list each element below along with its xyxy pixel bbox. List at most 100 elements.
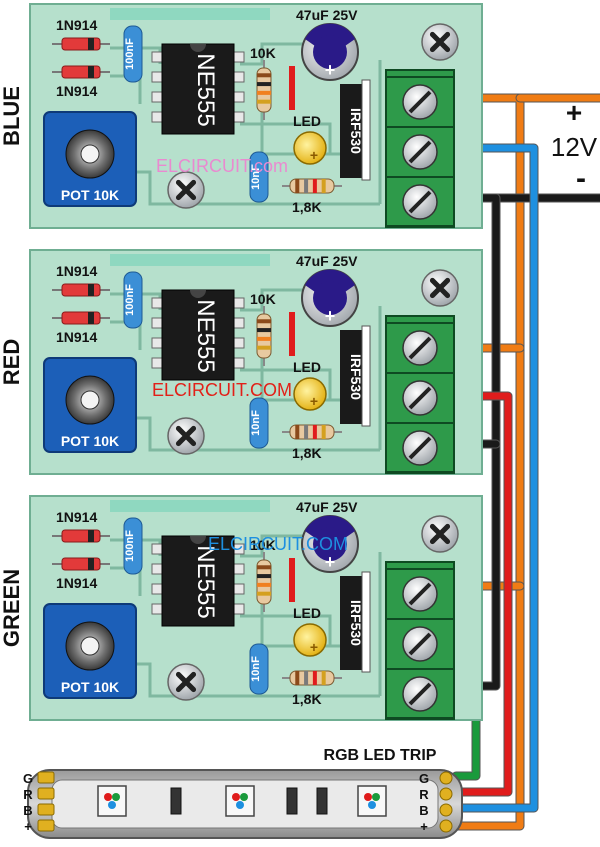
watermark: ELCIRCUIT.COM [208,534,348,554]
diode-bottom-label: 1N914 [56,329,97,345]
resistor-1k8 [282,178,342,194]
red-jumper [289,312,295,356]
power-plus-label: + [566,97,582,128]
resistor-1k8-label: 1,8K [292,445,322,461]
diode-top [52,529,110,543]
strip-right-pin-label: G [419,771,429,786]
cap-100nf: 100nF [123,271,143,329]
led-plus-mark: + [310,147,318,163]
resistor-10k-label: 10K [250,45,276,61]
indicator-led: + [293,377,327,411]
potentiometer: POT 10K [43,603,137,699]
strip-left-pin-label: B [23,803,32,818]
mosfet-irf530: IRF530 [340,571,371,673]
cap-10nf: 10nF [249,643,269,695]
diode-bottom [52,65,110,79]
strip-title: RGB LED TRIP [324,747,437,764]
resistor-1k8 [282,424,342,440]
potentiometer: POT 10K [43,357,137,453]
pcb-silkscreen-bar [110,500,270,512]
mosfet-irf530: IRF530 [340,79,371,181]
strip-right-pad [439,771,453,785]
strip-right-pad [439,819,453,833]
resistor-10k [256,60,272,120]
channel-label: BLUE [0,86,24,146]
mounting-screw-right [421,269,459,307]
strip-right-pin-label: R [419,787,429,802]
ic-ne555-label: NE555 [192,545,219,618]
strip-rgb-led [97,785,127,817]
diode-top-label: 1N914 [56,17,97,33]
terminal-block [385,315,455,474]
electrolytic-label: 47uF 25V [296,7,358,23]
strip-left-pad [37,803,55,816]
power-voltage-label: 12V [551,132,598,162]
resistor-1k8-label: 1,8K [292,199,322,215]
led-plus-mark: + [310,639,318,655]
mounting-screw-right [421,23,459,61]
mounting-screw-left [167,417,205,455]
mosfet-label: IRF530 [348,600,364,646]
strip-left-pin-label: R [23,787,33,802]
cap-10nf-label: 10nF [250,410,262,436]
resistor-10k [256,306,272,366]
led-label: LED [293,113,321,129]
diode-top [52,283,110,297]
resistor-1k8-label: 1,8K [292,691,322,707]
led-plus-mark: + [310,393,318,409]
strip-resistor [316,787,328,815]
strip-right-pin-label: B [419,803,428,818]
diode-top-label: 1N914 [56,509,97,525]
electrolytic-cap: + [301,269,359,327]
cap-100nf: 100nF [123,25,143,83]
strip-left-pad [37,771,55,784]
strip-left-pin-label: + [24,819,32,834]
cap-100nf: 100nF [123,517,143,575]
potentiometer: POT 10K [43,111,137,207]
pcb-silkscreen-bar [110,254,270,266]
resistor-10k [256,552,272,612]
electrolytic-plus-mark: + [325,552,336,572]
potentiometer-label: POT 10K [61,679,119,695]
cap-10nf: 10nF [249,151,269,203]
resistor-1k8 [282,670,342,686]
red-jumper [289,66,295,110]
ic-ne555-label: NE555 [192,53,219,126]
resistor-10k-label: 10K [250,291,276,307]
power-labels: + 12V - [551,97,598,195]
diode-bottom [52,311,110,325]
diode-bottom-label: 1N914 [56,83,97,99]
strip-resistor [286,787,298,815]
ic-ne555: NE555 [151,43,245,135]
wire-blue-channel [450,144,538,812]
electrolytic-cap: + [301,515,359,573]
terminal-block [385,561,455,720]
watermark: ELCIRCUIT.com [156,156,288,176]
resistor-10k-label: 10K [250,537,276,553]
strip-rgb-led [357,785,387,817]
cap-100nf-label: 100nF [124,38,136,70]
channel-label: GREEN [0,569,24,647]
mosfet-label: IRF530 [348,354,364,400]
potentiometer-label: POT 10K [61,433,119,449]
strip-right-pad [439,787,453,801]
mosfet-irf530: IRF530 [340,325,371,427]
strip-left-pad [37,787,55,800]
ic-ne555-label: NE555 [192,299,219,372]
cap-10nf: 10nF [249,397,269,449]
channel-label: RED [0,339,24,385]
diode-bottom [52,557,110,571]
diode-bottom-label: 1N914 [56,575,97,591]
strip-left-pin-label: G [23,771,33,786]
indicator-led: + [293,131,327,165]
diode-top [52,37,110,51]
cap-10nf-label: 10nF [250,656,262,682]
mounting-screw-left [167,663,205,701]
electrolytic-cap: + [301,23,359,81]
ic-ne555: NE555 [151,289,245,381]
